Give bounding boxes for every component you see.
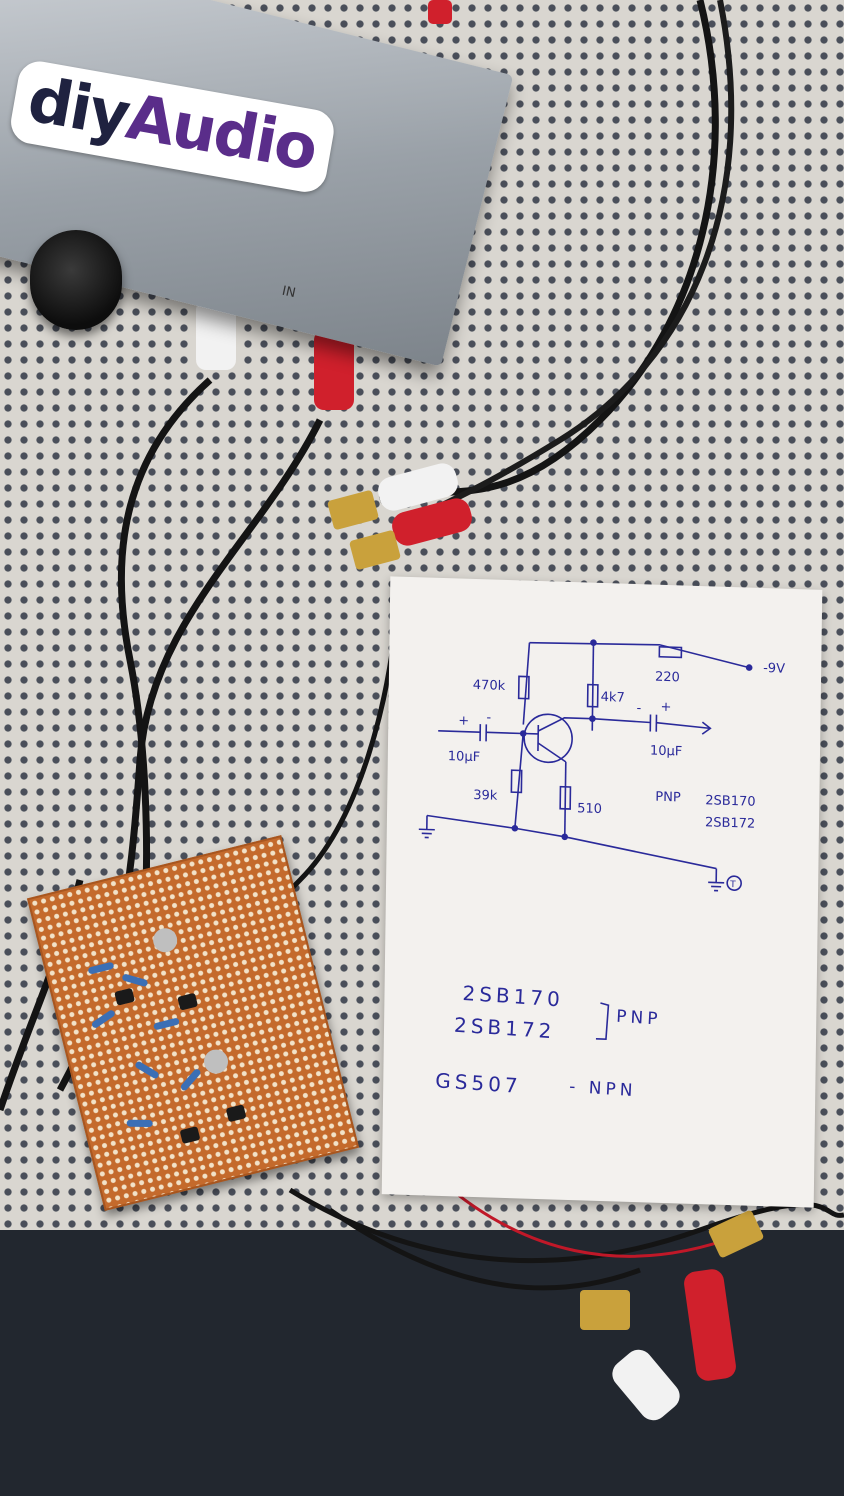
bottom-cable-2 [328, 1207, 641, 1291]
label-cout-plus: + [660, 700, 671, 715]
rca-red-plug [314, 330, 354, 410]
label-r4k7: 4k7 [601, 690, 625, 706]
note-bracket-label: PNP [615, 1006, 662, 1030]
transistor [225, 1104, 247, 1123]
rca-white-plug [196, 300, 236, 370]
resistor [126, 1119, 153, 1128]
transistor [179, 1126, 201, 1145]
resistor [90, 1008, 117, 1030]
resistor [134, 1060, 160, 1080]
label-cin: 10µF [448, 749, 481, 765]
volume-knob [30, 230, 122, 330]
label-ground-t: T [729, 880, 736, 890]
electrolytic-capacitor [201, 1047, 231, 1077]
label-part-a: 2SB170 [705, 793, 755, 810]
rca-bottom-red [684, 1269, 736, 1381]
rca-top-red [428, 0, 452, 24]
label-r39k: 39k [473, 788, 498, 804]
label-cin-minus: - [486, 710, 491, 725]
transistor [177, 992, 199, 1011]
logo-word-diy: diy [22, 62, 134, 152]
schematic-drawing: -9V 220 470k 4k7 + - 10µF - + 10µF 39k 5… [418, 639, 785, 1040]
label-supply: -9V [763, 661, 785, 677]
resistor [179, 1067, 202, 1092]
label-r220: 220 [655, 670, 680, 686]
rca-middle-white [378, 463, 458, 511]
label-r470k: 470k [473, 678, 506, 694]
rca-middle-gold-1 [327, 490, 379, 530]
transistor [114, 987, 136, 1006]
rca-bottom-gold [580, 1290, 630, 1330]
label-cin-plus: + [458, 713, 469, 728]
resistor [87, 961, 115, 975]
label-part-b: 2SB172 [705, 815, 755, 832]
electrolytic-capacitor [150, 925, 180, 955]
rca-middle-red [392, 498, 472, 546]
rca-bottom-white [612, 1349, 680, 1421]
label-pnp: PNP [655, 790, 681, 806]
rca-middle-gold-2 [349, 530, 401, 570]
resistor [121, 973, 149, 988]
rca-bottom-gold-2 [708, 1210, 764, 1258]
label-r510: 510 [577, 801, 602, 817]
bottom-red-wire [439, 1178, 741, 1258]
bottom-cable [288, 1187, 844, 1264]
label-cout: 10µF [650, 743, 683, 759]
label-cout-minus: - [636, 701, 641, 716]
paper-note: -9V 220 470k 4k7 + - 10µF - + 10µF 39k 5… [381, 576, 823, 1208]
resistor [152, 1017, 180, 1031]
